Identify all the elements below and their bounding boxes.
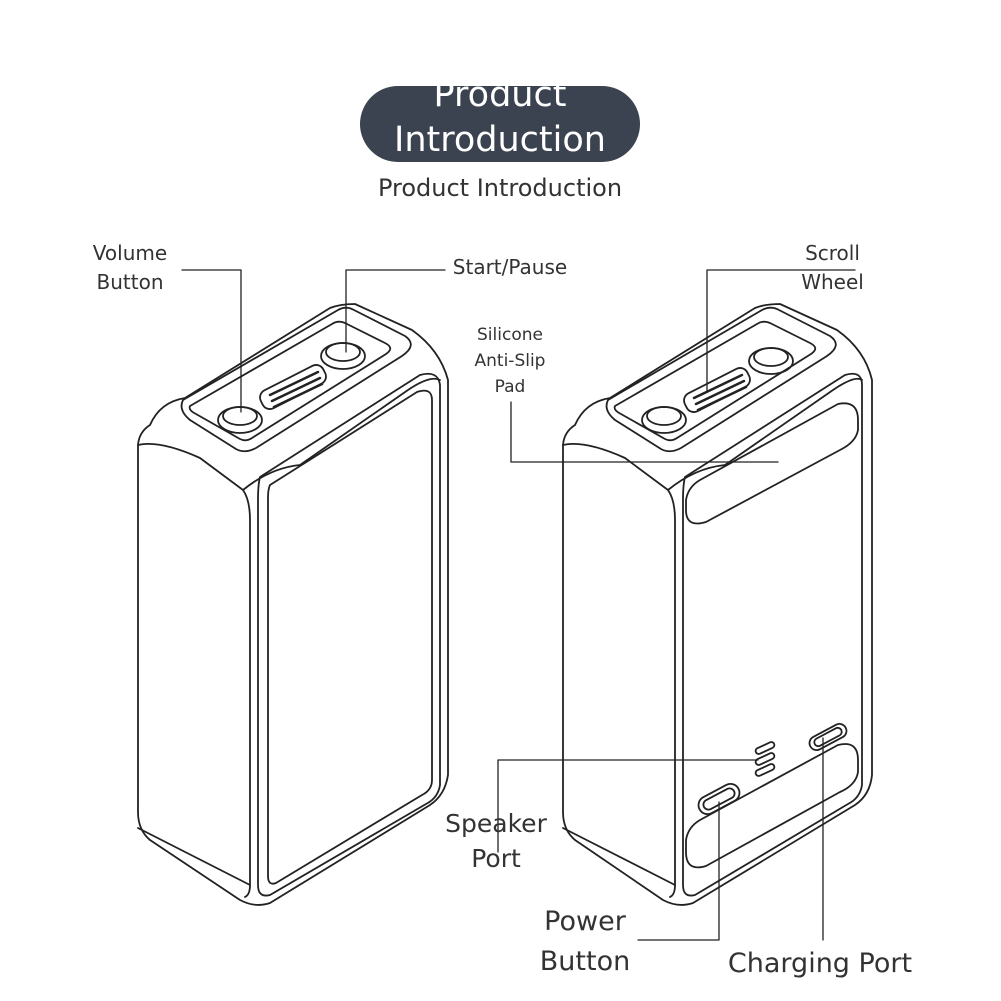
title-badge: Product Introduction: [360, 86, 640, 162]
label-silicone-pad: Silicone Anti-Slip Pad: [474, 325, 546, 397]
label-scroll-wheel: Scroll Wheel: [801, 241, 864, 294]
device-right-drawing: [562, 303, 873, 906]
leader-volume: [181, 269, 242, 413]
label-charging-port: Charging Port: [727, 948, 913, 979]
page-subtitle: Product Introduction: [377, 174, 623, 202]
leader-silicone-pad: [510, 401, 779, 463]
device-left-drawing: [137, 303, 449, 906]
badge-title: Product Introduction: [394, 86, 606, 160]
leader-lines: [181, 269, 856, 941]
leader-start-pause: [345, 269, 446, 353]
label-start-pause: Start/Pause: [452, 255, 568, 279]
label-volume-button: Volume Button: [92, 241, 168, 294]
label-power-button: Power Button: [539, 906, 631, 977]
label-speaker-port: Speaker Port: [445, 809, 547, 873]
leader-speaker-port: [497, 759, 759, 853]
leader-power-button: [637, 801, 720, 941]
leader-scroll-wheel: [706, 269, 856, 393]
